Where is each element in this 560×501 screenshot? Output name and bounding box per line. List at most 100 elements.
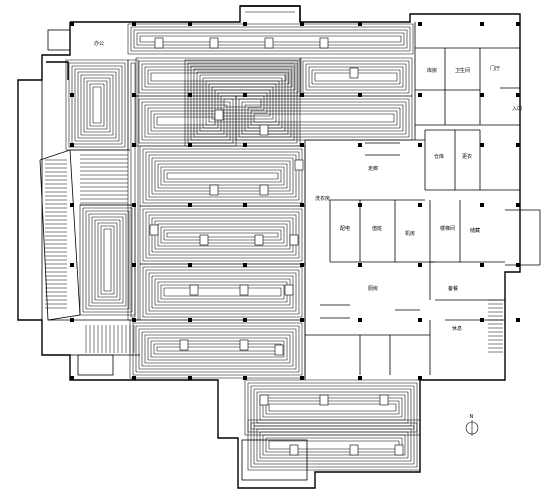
column bbox=[418, 263, 422, 267]
building-outline bbox=[17, 5, 521, 489]
room-label: 值班 bbox=[372, 225, 382, 232]
column bbox=[70, 263, 74, 267]
manifold-box bbox=[259, 124, 269, 136]
column bbox=[70, 203, 74, 207]
column bbox=[70, 318, 74, 322]
left-wing bbox=[18, 29, 308, 481]
coil-zone bbox=[127, 23, 414, 55]
column bbox=[516, 318, 520, 322]
column bbox=[358, 203, 362, 207]
column bbox=[243, 143, 247, 147]
manifold-box bbox=[294, 159, 304, 171]
column bbox=[418, 22, 422, 26]
column bbox=[300, 318, 304, 322]
column bbox=[516, 143, 520, 147]
manifold-box bbox=[149, 224, 159, 236]
manifold-box bbox=[254, 234, 264, 246]
column bbox=[243, 93, 247, 97]
column bbox=[132, 263, 136, 267]
interior-walls bbox=[304, 22, 541, 380]
manifold-box bbox=[394, 444, 404, 456]
column bbox=[418, 203, 422, 207]
column bbox=[300, 22, 304, 26]
column bbox=[243, 318, 247, 322]
column bbox=[243, 376, 247, 380]
stair-treads bbox=[45, 154, 503, 353]
room-label: 储藏 bbox=[470, 227, 480, 234]
column bbox=[70, 93, 74, 97]
column bbox=[358, 22, 362, 26]
column bbox=[188, 376, 192, 380]
room-labels: 办公 库房 门厅 卫生间 仓库 更衣 走廊 洗衣房 配电 值班 机房 楼梯间 储… bbox=[94, 40, 522, 332]
column bbox=[300, 93, 304, 97]
manifold-box bbox=[349, 444, 359, 456]
manifold-box bbox=[349, 67, 359, 79]
north-arrow-label: N bbox=[470, 414, 474, 420]
column bbox=[480, 22, 484, 26]
column bbox=[480, 143, 484, 147]
manifold-box bbox=[379, 394, 389, 406]
manifold-box bbox=[239, 339, 249, 351]
column bbox=[418, 376, 422, 380]
column bbox=[188, 203, 192, 207]
column bbox=[358, 263, 362, 267]
room-label: 洗衣房 bbox=[315, 195, 330, 202]
manifold-box bbox=[209, 184, 219, 196]
room-label: 办公 bbox=[94, 40, 104, 47]
column bbox=[188, 93, 192, 97]
room-label: 厨房 bbox=[368, 285, 378, 292]
column bbox=[418, 143, 422, 147]
column bbox=[418, 318, 422, 322]
column bbox=[132, 143, 136, 147]
manifold-box bbox=[209, 37, 219, 49]
column bbox=[300, 203, 304, 207]
manifold-box bbox=[189, 284, 199, 296]
room-label: 更衣 bbox=[462, 153, 472, 160]
column bbox=[188, 263, 192, 267]
column bbox=[300, 376, 304, 380]
manifold-box bbox=[259, 394, 269, 406]
room-label: 入口 bbox=[512, 106, 522, 112]
room-label: 休息 bbox=[452, 325, 462, 332]
manifold-box bbox=[274, 344, 284, 356]
column bbox=[358, 143, 362, 147]
column bbox=[188, 318, 192, 322]
room-label: 库房 bbox=[427, 67, 437, 74]
room-label: 卫生间 bbox=[455, 67, 470, 74]
room-label: 备餐 bbox=[448, 285, 458, 292]
room-label: 门厅 bbox=[490, 65, 500, 72]
manifold-box bbox=[319, 394, 329, 406]
column bbox=[70, 376, 74, 380]
column bbox=[358, 318, 362, 322]
manifold-box bbox=[289, 444, 299, 456]
room-label: 机房 bbox=[405, 230, 415, 237]
column bbox=[70, 143, 74, 147]
column bbox=[300, 263, 304, 267]
structural-columns bbox=[70, 22, 520, 380]
column bbox=[300, 143, 304, 147]
column bbox=[132, 318, 136, 322]
column bbox=[358, 376, 362, 380]
room-label: 走廊 bbox=[368, 165, 378, 172]
column bbox=[480, 93, 484, 97]
north-arrow: N bbox=[465, 414, 479, 436]
column bbox=[132, 22, 136, 26]
coil-loops bbox=[127, 23, 414, 55]
manifold-box bbox=[154, 37, 164, 49]
manifold-box bbox=[284, 284, 294, 296]
room-label: 仓库 bbox=[434, 153, 444, 160]
column bbox=[243, 22, 247, 26]
coil-zone bbox=[79, 204, 136, 316]
column bbox=[132, 376, 136, 380]
column bbox=[480, 318, 484, 322]
column bbox=[516, 22, 520, 26]
manifold-box bbox=[319, 37, 329, 49]
column bbox=[480, 263, 484, 267]
room-label: 楼梯间 bbox=[440, 225, 455, 232]
column bbox=[132, 93, 136, 97]
manifold-box bbox=[289, 234, 299, 246]
room-label: 配电 bbox=[340, 225, 350, 232]
column bbox=[132, 203, 136, 207]
column bbox=[516, 263, 520, 267]
manifold-box bbox=[239, 284, 249, 296]
